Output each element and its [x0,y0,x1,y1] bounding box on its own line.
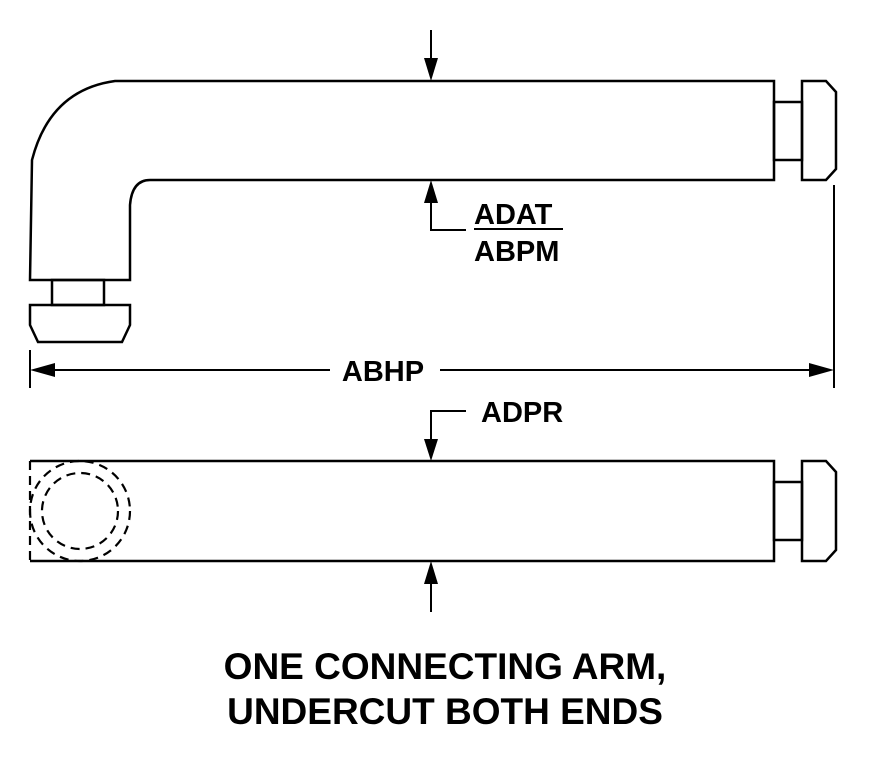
right-undercut [772,100,804,162]
arm-side-view [28,79,838,344]
dim-label-abpm: ABPM [474,236,559,268]
overall-length-dimension [29,185,835,388]
caption-line-2: UNDERCUT BOTH ENDS [227,691,663,732]
right-undercut-bottom [772,480,804,542]
arm-body-outline [28,79,776,282]
dim-label-adat: ADAT [474,199,553,231]
thickness-dimension-top [424,30,563,231]
hidden-outer-circle [28,459,132,563]
bar-outline [30,459,776,563]
dim-label-abhp: ABHP [342,356,424,388]
caption-line-1: ONE CONNECTING ARM, [224,646,667,687]
bottom-head [28,303,132,344]
bottom-undercut [50,278,106,307]
hidden-inner-circle [40,471,120,551]
right-head-bottom [800,459,838,563]
dim-label-adpr: ADPR [481,397,563,429]
thickness-dimension-bottom [424,410,466,612]
right-head [800,79,838,182]
arm-top-view [28,459,838,563]
